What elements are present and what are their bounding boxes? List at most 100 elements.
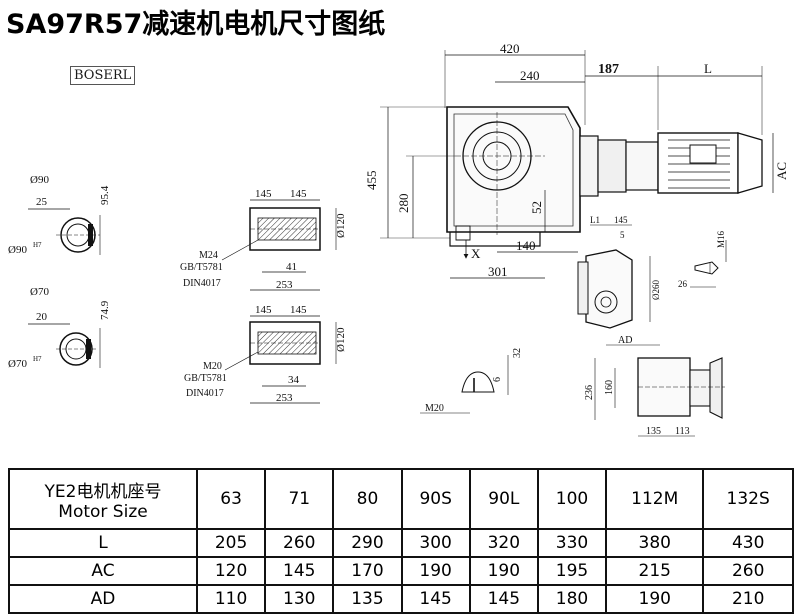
brand-logo: BOSERL: [70, 66, 136, 85]
shaft-section-90: Ø90 25 95.4 Ø90 H7: [8, 174, 111, 256]
table-header-label: YE2电机机座号 Motor Size: [8, 468, 198, 530]
table-cell: 120: [195, 556, 267, 586]
table-cell: 210: [702, 584, 794, 614]
dim-145-a: 145: [255, 188, 272, 200]
table-cell: 170: [332, 556, 403, 586]
dim-420: 420: [500, 41, 520, 56]
col-header: 71: [264, 468, 335, 530]
dim-AD: AD: [618, 335, 632, 346]
dim-253-a: 253: [276, 279, 293, 291]
dim-L-head: L: [704, 61, 712, 76]
dim-145-d: 145: [290, 304, 307, 316]
std-din-a: DIN4017: [183, 278, 221, 289]
dim-AC: AC: [774, 162, 789, 180]
shaft-section-70: Ø70 20 74.9 Ø70 H7: [8, 286, 111, 370]
dim-135: 135: [646, 426, 661, 437]
shaft-side-view-1: 145 145 Ø120 M24 GB/T5781 DIN4017 41 253: [180, 188, 347, 291]
dim-145-side: 145: [614, 215, 628, 225]
dim-140: 140: [516, 238, 536, 253]
header-cn: YE2电机机座号: [44, 481, 162, 502]
table-cell: 190: [400, 556, 471, 586]
std-din-b: DIN4017: [186, 388, 224, 399]
col-header: 112M: [605, 468, 705, 530]
dim-d260: Ø260: [651, 280, 661, 300]
table-cell: 380: [605, 528, 705, 558]
dim-34: 34: [288, 374, 300, 386]
tol-h7-b: H7: [33, 355, 42, 363]
dim-52: 52: [529, 201, 544, 214]
shaft-side-view-2: 145 145 Ø120 M20 GB/T5781 DIN4017 34 253: [184, 304, 347, 404]
col-header: 90L: [468, 468, 539, 530]
col-header: 63: [195, 468, 267, 530]
dim-113: 113: [675, 426, 690, 437]
table-cell: 290: [332, 528, 403, 558]
dim-145-c: 145: [255, 304, 272, 316]
dim-280: 280: [396, 194, 411, 214]
dim-236: 236: [584, 385, 595, 400]
table-cell: 135: [332, 584, 403, 614]
gearbox-main-view: 420 240 187 L AC: [364, 41, 789, 279]
dim-160: 160: [604, 380, 615, 395]
table-header-row: YE2电机机座号 Motor Size 63 71 80 90S 90L 100…: [8, 468, 794, 530]
dim-74-9: 74.9: [99, 300, 111, 320]
gearbox-side-view: L1 145 5 Ø260 AD M16 26: [577, 215, 727, 346]
dim-d70: Ø70: [30, 286, 49, 298]
dim-301: 301: [488, 264, 508, 279]
tol-h7-a: H7: [33, 241, 42, 249]
dim-d90: Ø90: [30, 174, 49, 186]
dim-d120-a: Ø120: [335, 213, 347, 238]
dim-M16: M16: [716, 230, 726, 248]
dim-d70-h7: Ø70: [8, 358, 27, 370]
table-cell: 110: [195, 584, 267, 614]
table-cell: 130: [264, 584, 335, 614]
dim-20: 20: [36, 311, 48, 323]
table-row: AC 120 145 170 190 190 195 215 260: [8, 556, 794, 586]
dim-26: 26: [678, 279, 688, 289]
dim-d90-h7: Ø90: [8, 244, 27, 256]
table-cell: 215: [605, 556, 705, 586]
table-cell: 205: [195, 528, 267, 558]
table-cell: 330: [536, 528, 608, 558]
thread-m24: M24: [199, 250, 218, 261]
dim-455: 455: [364, 171, 379, 191]
std-gb-a: GB/T5781: [180, 262, 223, 273]
col-header: 90S: [400, 468, 471, 530]
dim-32: 32: [512, 348, 523, 358]
header-en: Motor Size: [58, 501, 148, 522]
thread-m20-a: M20: [203, 361, 222, 372]
technical-drawing: Ø90 25 95.4 Ø90 H7 Ø70 20 74.9 Ø70 H7 14…: [8, 41, 789, 437]
table-cell: 145: [468, 584, 539, 614]
table-cell: 145: [264, 556, 335, 586]
row-label: L: [8, 528, 198, 558]
thread-m20-b: M20: [425, 403, 444, 414]
table-cell: 260: [702, 556, 794, 586]
dim-6: 6: [492, 377, 503, 382]
table-cell: 195: [536, 556, 608, 586]
table-cell: 320: [468, 528, 539, 558]
dim-187: 187: [598, 62, 619, 77]
col-header: 100: [536, 468, 608, 530]
table-cell: 430: [702, 528, 794, 558]
col-header: 132S: [702, 468, 794, 530]
dim-5: 5: [620, 230, 625, 240]
row-label: AD: [8, 584, 198, 614]
gearbox-bottom-view: 236 160 135 113: [584, 357, 725, 437]
table-cell: 190: [605, 584, 705, 614]
table-row: L 205 260 290 300 320 330 380 430: [8, 528, 794, 558]
table-cell: 180: [536, 584, 608, 614]
motor-size-table: YE2电机机座号 Motor Size 63 71 80 90S 90L 100…: [8, 468, 794, 614]
label-X: X: [471, 246, 481, 261]
table-row: AD 110 130 135 145 145 180 190 210: [8, 584, 794, 614]
dim-145-b: 145: [290, 188, 307, 200]
dim-95-4: 95.4: [99, 185, 111, 205]
thread-detail: M20 6 32: [420, 348, 523, 414]
table-cell: 300: [400, 528, 471, 558]
dim-d120-b: Ø120: [335, 327, 347, 352]
dim-25: 25: [36, 196, 48, 208]
page-title: SA97R57减速机电机尺寸图纸: [6, 9, 386, 40]
dim-240: 240: [520, 68, 540, 83]
table-cell: 260: [264, 528, 335, 558]
table-cell: 190: [468, 556, 539, 586]
row-label: AC: [8, 556, 198, 586]
std-gb-b: GB/T5781: [184, 373, 227, 384]
